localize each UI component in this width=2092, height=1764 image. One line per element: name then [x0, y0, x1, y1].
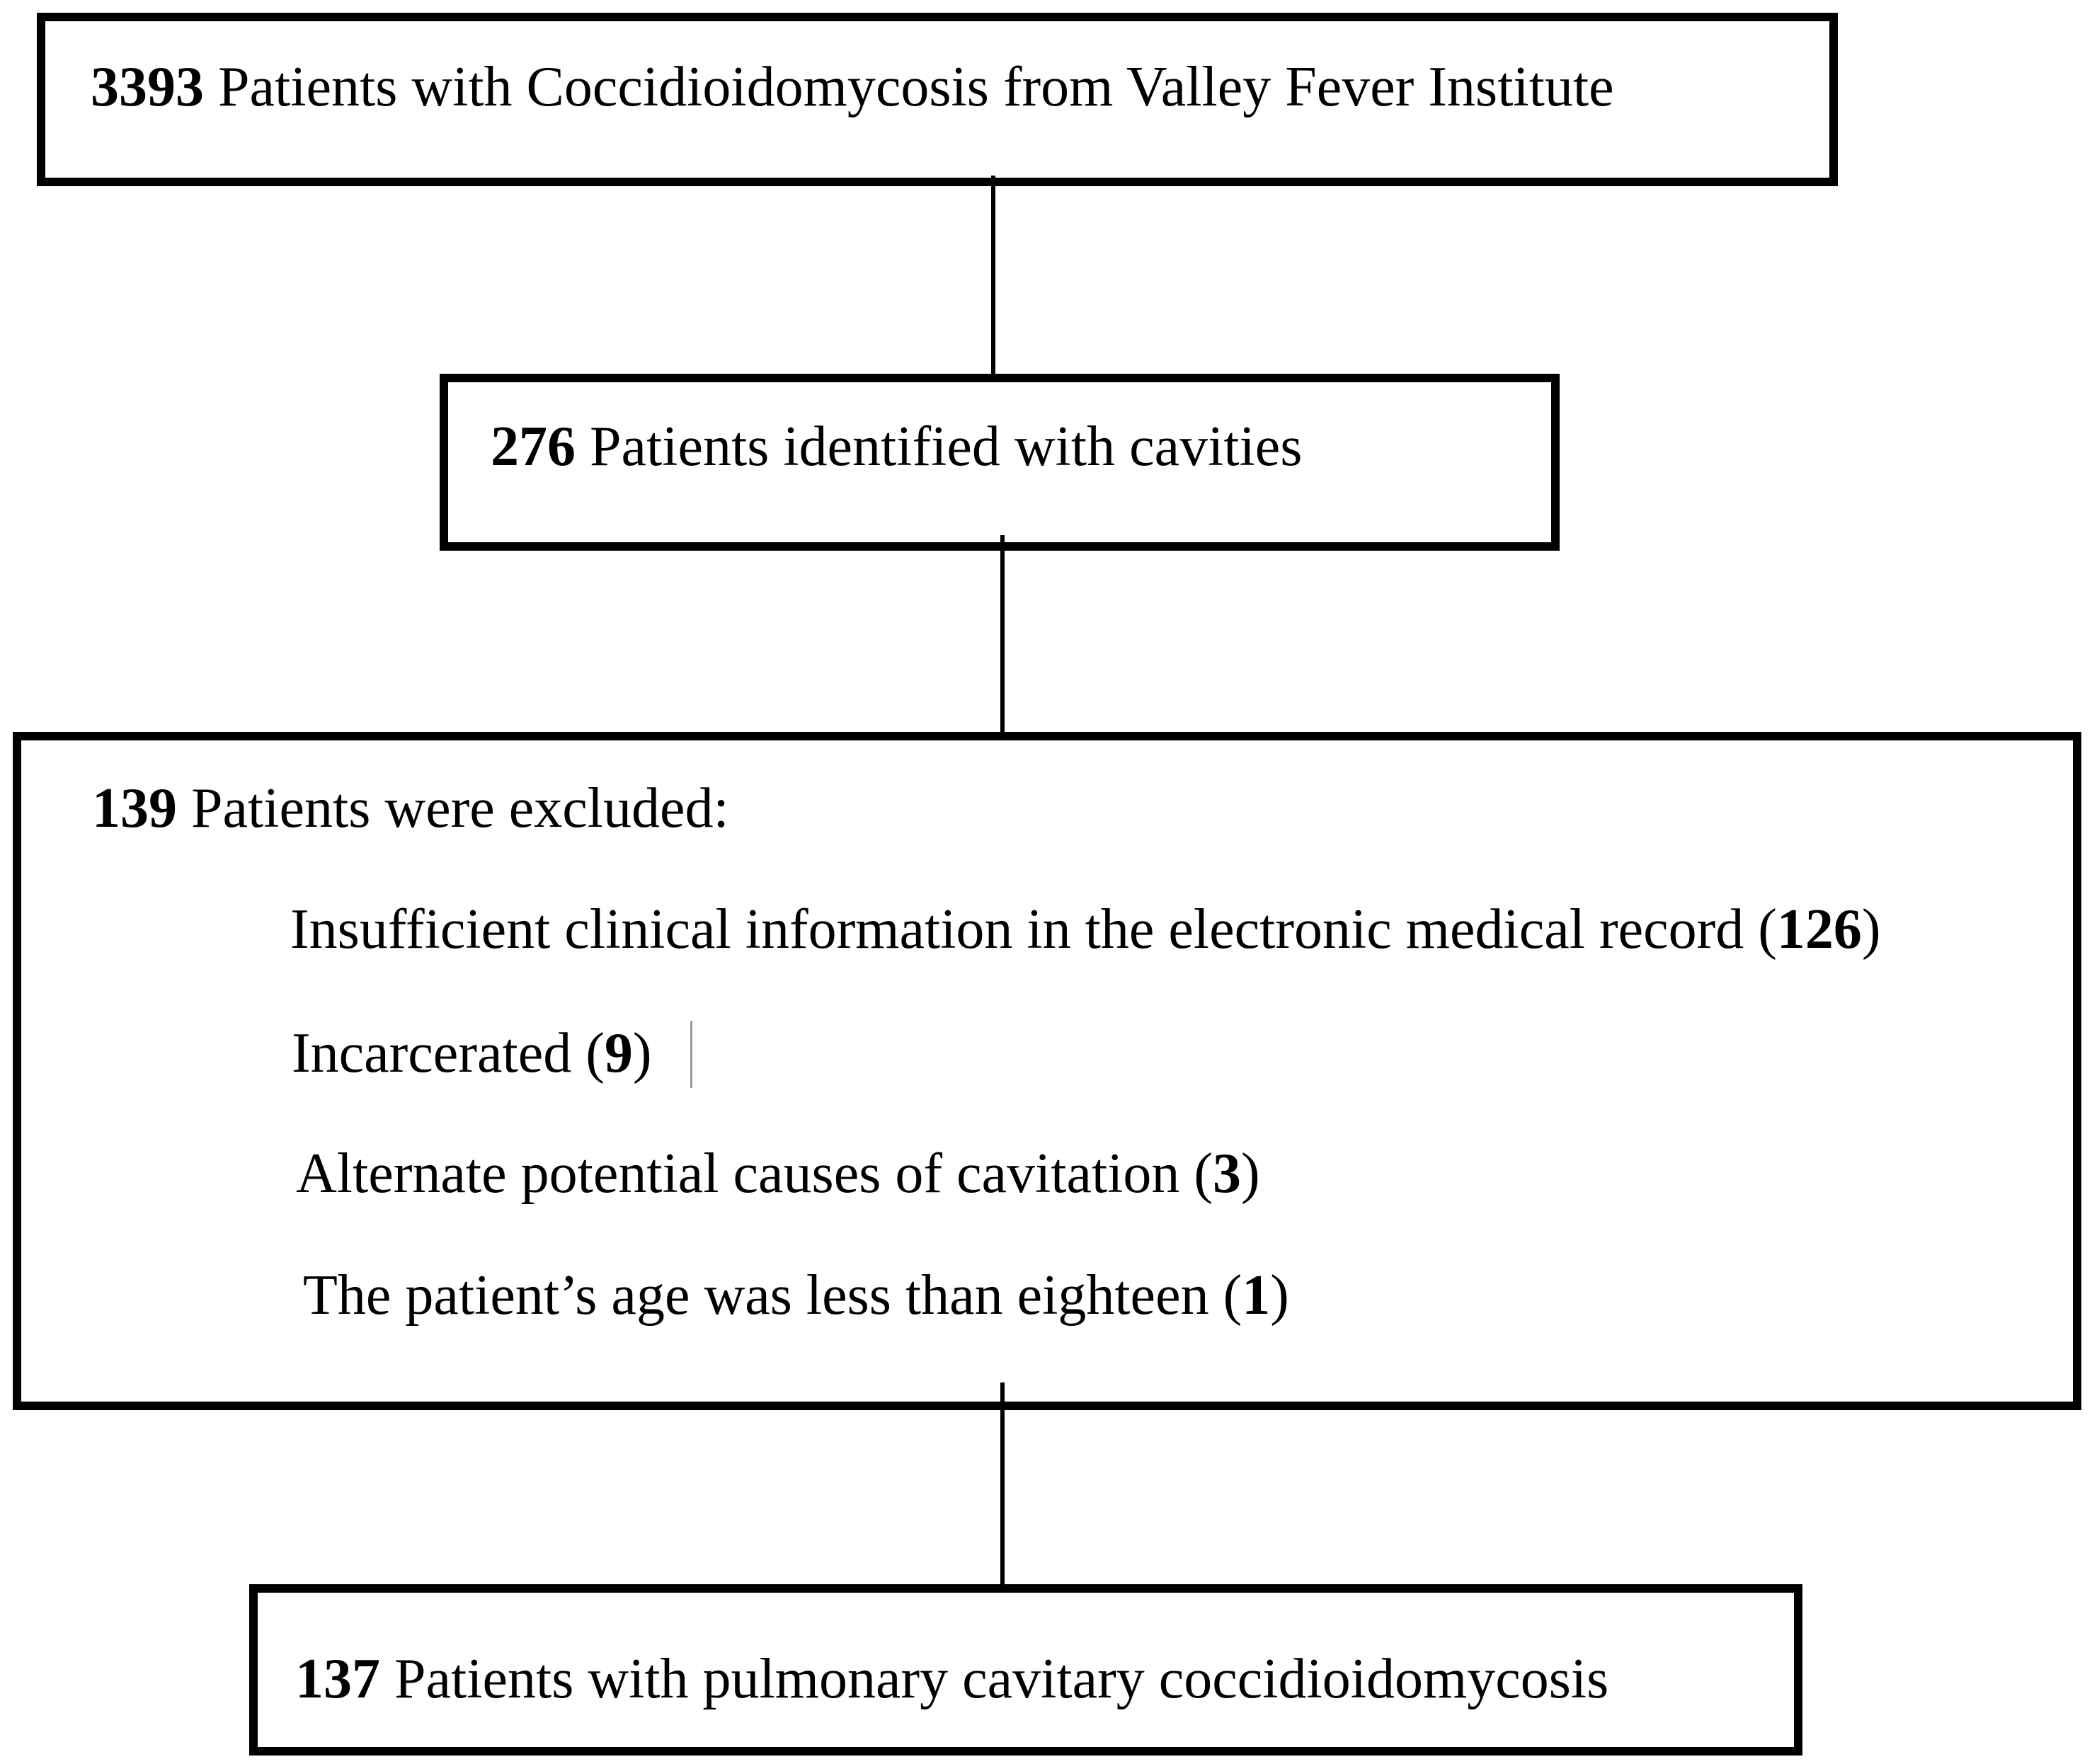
exclusion-reason-incarcerated: Incarcerated (9)	[292, 1025, 651, 1082]
reason-text-close: )	[1861, 898, 1881, 961]
reason-count: 126	[1776, 898, 1862, 961]
box-final-cohort: 137 Patients with pulmonary cavitary coc…	[249, 1584, 1802, 1756]
reason-text: Alternate potential causes of cavitation…	[296, 1142, 1213, 1205]
box-cavities: 276 Patients identified with cavities	[440, 374, 1560, 551]
reason-text-close: )	[1270, 1264, 1289, 1327]
excluded-count: 139	[92, 777, 177, 840]
box-excluded: 139 Patients were excluded: Insufficient…	[13, 732, 2081, 1410]
box-total-label: 3393 Patients with Coccidioidomycosis fr…	[91, 59, 1614, 115]
excluded-text: Patients were excluded:	[177, 777, 729, 840]
exclusion-reason-alternate-causes: Alternate potential causes of cavitation…	[296, 1145, 1260, 1202]
cavities-text: Patients identified with cavities	[576, 416, 1303, 478]
box-total-patients: 3393 Patients with Coccidioidomycosis fr…	[37, 13, 1838, 186]
text-cursor	[690, 1021, 692, 1088]
connector-top-to-cavities	[991, 176, 995, 388]
total-count: 3393	[91, 56, 204, 118]
connector-cavities-to-excluded	[1000, 535, 1005, 743]
reason-text-close: )	[632, 1022, 652, 1084]
box-final-label: 137 Patients with pulmonary cavitary coc…	[295, 1651, 1608, 1707]
final-text: Patients with pulmonary cavitary coccidi…	[380, 1648, 1609, 1710]
reason-text: Incarcerated (	[292, 1022, 605, 1084]
reason-count: 9	[604, 1022, 633, 1084]
excluded-header: 139 Patients were excluded:	[92, 780, 729, 837]
exclusion-reason-insufficient-info: Insufficient clinical information in the…	[290, 901, 1881, 958]
final-count: 137	[295, 1648, 380, 1710]
reason-text-close: )	[1241, 1142, 1260, 1205]
reason-count: 1	[1242, 1264, 1271, 1327]
total-text: Patients with Coccidioidomycosis from Va…	[204, 56, 1614, 118]
reason-text: The patient’s age was less than eighteen…	[303, 1264, 1242, 1327]
connector-excluded-to-final	[1000, 1382, 1005, 1594]
reason-text: Insufficient clinical information in the…	[290, 898, 1777, 961]
cavities-count: 276	[491, 416, 576, 478]
exclusion-reason-under-eighteen: The patient’s age was less than eighteen…	[303, 1267, 1289, 1324]
reason-count: 3	[1213, 1142, 1242, 1205]
box-cavities-label: 276 Patients identified with cavities	[491, 418, 1302, 475]
